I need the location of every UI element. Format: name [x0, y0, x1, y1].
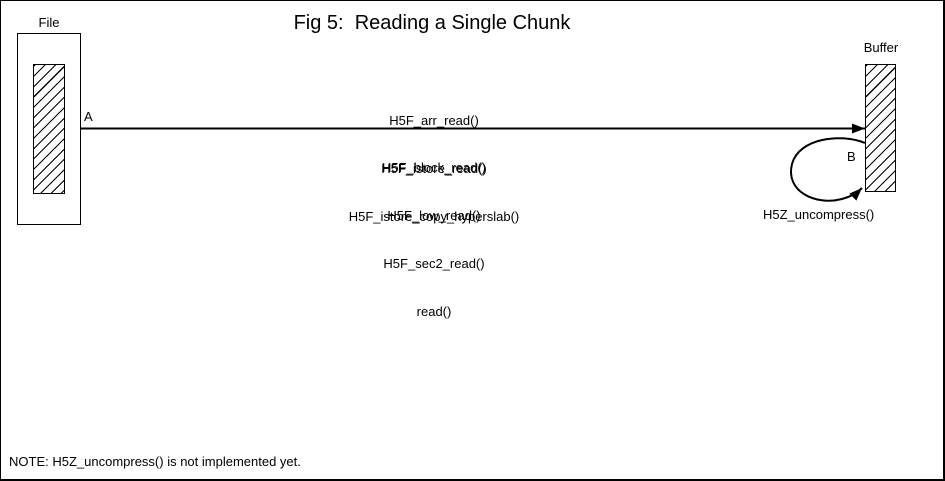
call-stack-line: H5F_sec2_read(): [383, 256, 485, 271]
call-stack-line: read(): [416, 304, 452, 319]
buffer-label: Buffer: [863, 40, 899, 55]
uncompress-loop-arrow: [789, 137, 866, 202]
call-stack-line: H5F_arr_read(): [389, 113, 479, 128]
call-stack-line: H5F_istore_read(): [381, 161, 487, 176]
call-stack-line: H5F_low_read(): [387, 208, 481, 223]
arrow-a-label: A: [84, 109, 93, 124]
arrow-b-label: B: [847, 149, 856, 164]
footnote: NOTE: H5Z_uncompress() is not implemente…: [9, 454, 301, 469]
file-label: File: [38, 15, 60, 30]
file-chunk-hatch: [33, 64, 65, 194]
call-stack-line: H5F_istore_copy_hyperslab(): [348, 209, 520, 224]
file-box: [17, 33, 81, 225]
call-stack-above-arrow: H5F_arr_read() H5F_istore_read() H5F_ist…: [254, 81, 614, 257]
buffer-box: [865, 64, 896, 192]
call-stack-below-arrow: H5F_block_read() H5F_low_read() H5F_sec2…: [254, 128, 614, 352]
call-stack-line: H5F_block_read(): [381, 160, 487, 175]
uncompress-caption: H5Z_uncompress(): [763, 207, 875, 222]
figure-title: Fig 5: Reading a Single Chunk: [293, 12, 571, 34]
